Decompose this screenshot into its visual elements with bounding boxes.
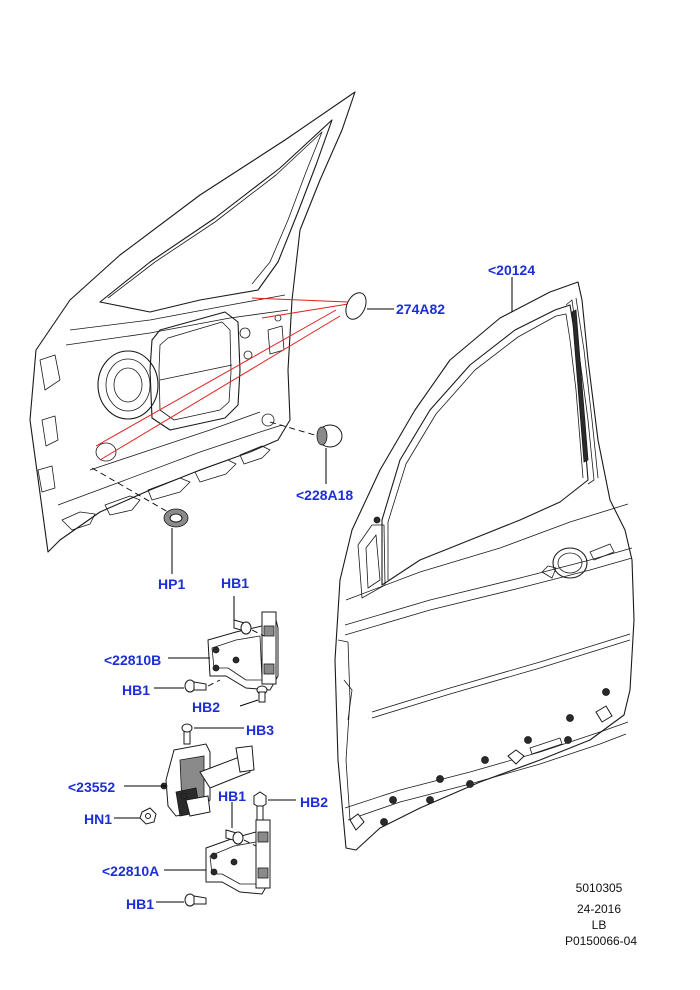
diagram-plate-number: P0150066-04: [564, 934, 638, 948]
grommet-hp1: [91, 467, 189, 574]
callout-hb2-low[interactable]: HB2: [300, 794, 329, 810]
bolt-hb1-top: [233, 596, 265, 637]
bolt-hb2-mid: [239, 685, 268, 707]
callout-hb1-mid[interactable]: HB1: [122, 682, 151, 698]
callout-hb2-mid[interactable]: HB2: [192, 699, 221, 715]
callout-hb3[interactable]: HB3: [246, 722, 275, 738]
callout-20124[interactable]: <20124: [488, 262, 536, 278]
nut-hn1: [114, 807, 157, 825]
callout-hp1[interactable]: HP1: [158, 576, 186, 592]
bolt-hb1-bottom: [156, 893, 207, 907]
plug-location-lines: [95, 297, 349, 461]
diagram-code: 5010305: [575, 881, 623, 895]
bolt-hb1-mid: [154, 679, 221, 693]
bolt-hb1-low: [225, 802, 257, 847]
callout-hb1-bottom[interactable]: HB1: [126, 896, 155, 912]
callout-23552[interactable]: <23552: [68, 779, 116, 795]
upper-hinge-22810b: [168, 611, 279, 691]
door-shell-20124: [334, 277, 635, 851]
callout-hb1-top[interactable]: HB1: [221, 575, 250, 591]
diagram-region: LB: [591, 918, 607, 932]
callout-274a82[interactable]: 274A82: [396, 301, 446, 317]
plug-274a82: [345, 292, 394, 320]
lower-hinge-22810a: [164, 819, 271, 895]
callout-hb1-low[interactable]: HB1: [218, 788, 247, 804]
callout-22810a[interactable]: <22810A: [102, 863, 160, 879]
callout-22810b[interactable]: <22810B: [104, 652, 162, 668]
diagram-date: 24-2016: [576, 902, 622, 916]
callout-hn1[interactable]: HN1: [84, 811, 113, 827]
inner-door-panel: [29, 91, 356, 553]
bump-stop-228a18: [269, 421, 343, 484]
callout-228a18[interactable]: <228A18: [296, 487, 354, 503]
door-check-23552: [124, 723, 255, 817]
bolt-hb2-low: [253, 791, 296, 823]
